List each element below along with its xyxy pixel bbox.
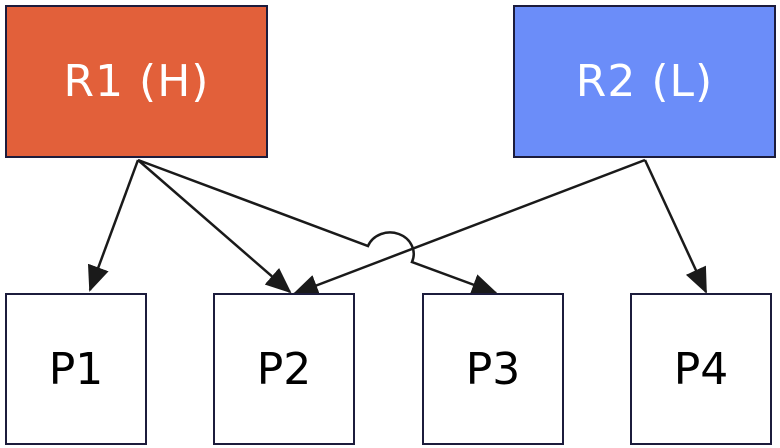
resource-r1-node: R1 (H) [5,5,268,158]
edge-r1-p1 [87,159,140,292]
edge-r2-p2 [292,158,646,296]
process-p1-node: P1 [5,293,147,445]
resource-r2-node: R2 (L) [513,5,776,158]
edge-r1-p2 [137,159,292,294]
process-p2-node: P2 [213,293,355,445]
process-p3-node: P3 [422,293,564,445]
process-p4-node: P4 [630,293,772,445]
edge-r2-p4 [643,159,708,294]
edge-r1-p3 [137,158,498,296]
